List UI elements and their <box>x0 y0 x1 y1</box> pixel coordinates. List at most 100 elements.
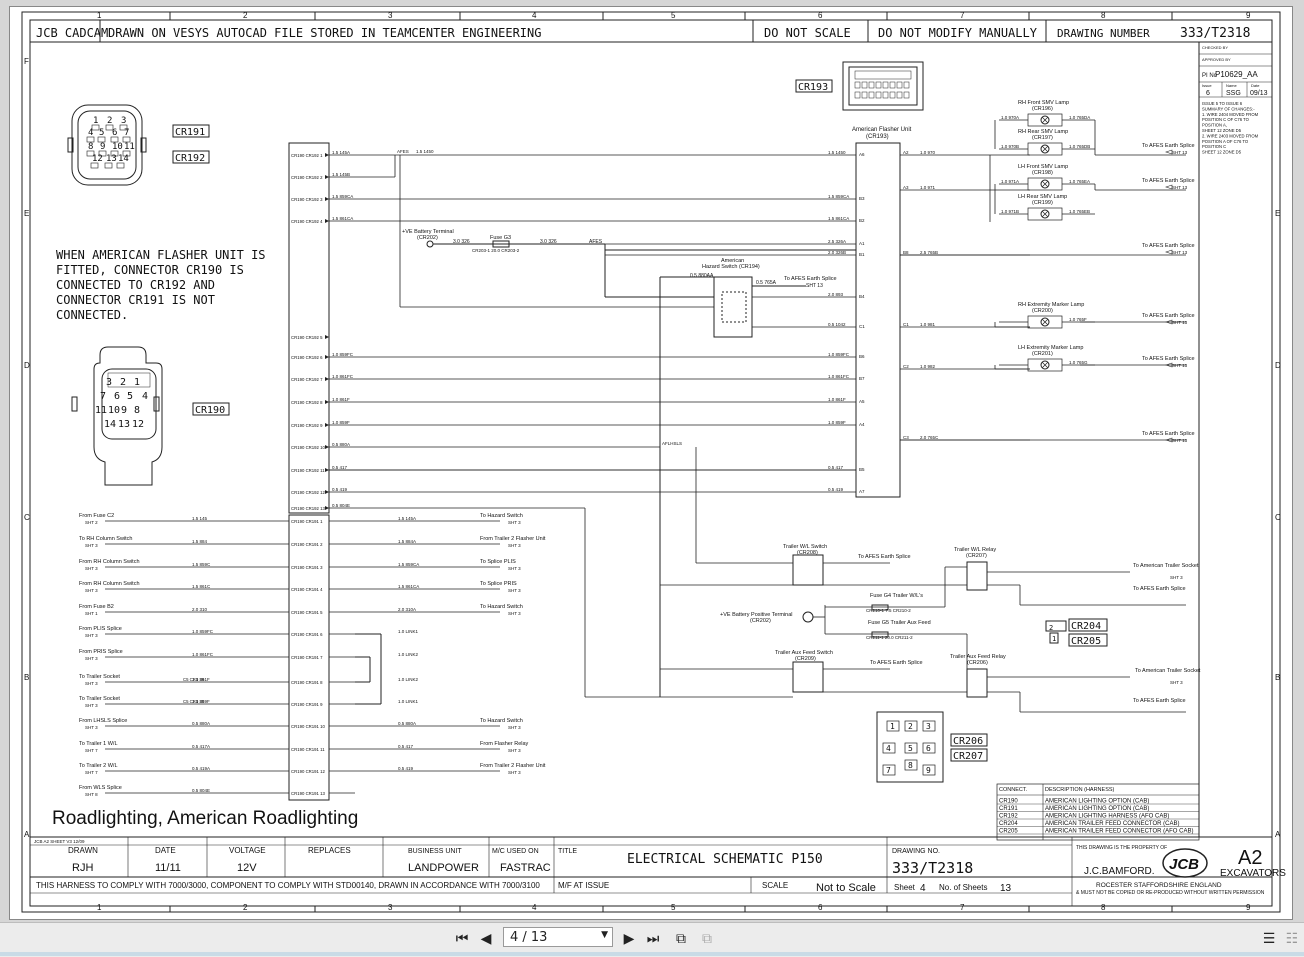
harness-row-label-bottom: CR190 CR191 8 <box>291 680 323 685</box>
col-label-top-7: 7 <box>960 11 965 20</box>
cr193-pin <box>903 81 910 89</box>
flasher-pin: B1 <box>859 252 865 257</box>
cr204-tag: CR204 <box>1071 621 1101 632</box>
bottom-from-sht: SHT 3 <box>85 703 98 708</box>
bottom-from-label: To Trailer 2 W/L <box>79 763 118 769</box>
next-page-icon[interactable]: ▶ <box>623 931 635 947</box>
small-conn-pin-label: 13 <box>106 154 117 164</box>
lamp-name: RH Rear SMV Lamp <box>1018 129 1068 135</box>
conn-table-header: CONNECT. <box>999 787 1028 793</box>
drawing-no-value: 333/T2318 <box>892 859 973 877</box>
scale-label: SCALE <box>762 881 788 890</box>
small-conn-pin <box>122 136 131 143</box>
page-number-input[interactable]: 4 / 13 ▼ <box>503 927 613 947</box>
col-label-bottom-9: 9 <box>1246 903 1251 912</box>
small-conn-pin <box>86 150 95 157</box>
harness-wire-label: 0.5 804E <box>332 503 350 508</box>
date-value: 09/13 <box>1250 90 1268 97</box>
bottom-from-sht: SHT 3 <box>85 543 98 548</box>
flasher-input-wire: 1.5 1450 <box>828 150 846 155</box>
last-page-icon[interactable]: ⏭ <box>646 931 660 947</box>
bottom-to-label: From Trailer 2 Flasher Unit <box>480 536 546 542</box>
lamp-icon <box>1040 115 1050 125</box>
lamp-wire-in: 1.0 971A <box>1001 179 1019 184</box>
bottom-wire-right: 0.5 419 <box>398 766 414 771</box>
relay-pin-box <box>882 764 896 776</box>
sheet-size: A2 <box>1238 847 1262 869</box>
harness-pin-arrow <box>325 400 329 404</box>
bottom-wire-right: 1.5 145A <box>398 516 416 521</box>
fuse-g5-label: Fuse G5 Trailer Aux Feed <box>868 620 931 626</box>
cr190-pin-label: 2 <box>120 377 126 388</box>
harness-pin-arrow <box>325 355 329 359</box>
revision-panel: CHECKED BY APPROVED BY PI No P10629_AA I… <box>1199 45 1272 155</box>
harness-wire-label: 1.5 145B <box>332 172 350 177</box>
fuse-g4-conn: CR210-1 7.5 CR210-2 <box>866 608 911 613</box>
bottom-wire-right: 1.5 859CA <box>398 562 419 567</box>
bottom-wire-left: 1.0 859FC <box>192 629 214 634</box>
bottom-wire-right: 1.0 LINK2 <box>398 652 419 657</box>
header-do-not-scale: DO NOT SCALE <box>764 26 851 40</box>
harness-wire-label: 0.5 417 <box>332 465 348 470</box>
cr193-pin <box>854 91 861 99</box>
cr190-pin-label: 11 <box>95 405 107 416</box>
harness-row-label-bottom: CR190 CR191 1 <box>291 519 323 524</box>
cr205-tag: CR205 <box>1071 636 1101 647</box>
bottom-from-sht: SHT 3 <box>85 725 98 730</box>
lamp-ref: (CR196) <box>1032 106 1053 112</box>
cr193-pin <box>889 81 896 89</box>
cr191-tag: CR191 <box>175 127 205 138</box>
lamp-ref: (CR199) <box>1032 200 1053 206</box>
small-conn-pin <box>119 124 128 131</box>
sheet-arrow-icon <box>1165 184 1173 190</box>
single-page-view-icon[interactable]: ☰ <box>1262 931 1276 947</box>
harness-row-label: CR190 CR192 5 <box>291 335 323 340</box>
col-label-bottom-8: 8 <box>1101 903 1106 912</box>
two-page-view-icon[interactable]: ☷ <box>1285 931 1299 947</box>
page-dropdown-icon[interactable]: ▼ <box>601 930 608 940</box>
page-number-text: 4 / 13 <box>510 929 548 945</box>
flasher-pin: B2 <box>859 218 865 223</box>
row-label-left-0: F <box>24 57 29 66</box>
bottom-wire-right: 0.5 417 <box>398 744 414 749</box>
small-conn-pin-label: 6 <box>112 128 117 138</box>
fit-page-icon[interactable]: ⧉ <box>676 931 686 947</box>
small-conn-pin <box>91 124 100 131</box>
prev-page-icon[interactable]: ◀ <box>480 931 492 947</box>
relay-pin-label: 5 <box>908 744 913 753</box>
harness-row-label-bottom: CR190 CR191 4 <box>291 587 323 592</box>
small-conn-pin <box>104 162 113 169</box>
trailer-aux-relay-ref: (CR206) <box>967 660 988 666</box>
flasher-input-wire: 1.5 861CA <box>828 216 849 221</box>
trailer-wl-relay-label: Trailer W/L Relay <box>954 547 996 553</box>
bottom-wire-left: 1.0 861FC <box>192 652 214 657</box>
small-conn-pin <box>86 136 95 143</box>
drawing-title: ELECTRICAL SCHEMATIC P150 <box>627 852 823 867</box>
flasher-output-wire: 2.5 765B <box>920 250 938 255</box>
lamp-name: LH Front SMV Lamp <box>1018 164 1068 170</box>
revision-note-line: POSITION C OF C76 TO <box>1202 117 1250 122</box>
hazard-title2: Hazard Switch (CR194) <box>702 264 760 270</box>
header-drawing-number-label: DRAWING NUMBER <box>1057 27 1150 40</box>
hazard-wire: 0.5 880AA <box>690 273 714 279</box>
fit-width-icon[interactable]: ⧉ <box>702 931 712 947</box>
small-conn-pin-label: 2 <box>107 116 112 126</box>
lamp-wire-out: 1.0 765DB <box>1069 144 1090 149</box>
first-page-icon[interactable]: ⏮ <box>455 931 469 947</box>
battery-terminal-label: +VE Battery Terminal <box>402 229 454 235</box>
name-value: SSG <box>1226 90 1241 97</box>
cr190-pin-label: 5 <box>127 391 133 402</box>
fuse-g3-label: Fuse G3 <box>490 235 511 241</box>
bottom-from-sht: SHT 7 <box>85 748 98 753</box>
mc-used-value: FASTRAC <box>500 862 551 874</box>
harness-pin-arrow <box>325 153 329 157</box>
flasher-pin: B6 <box>859 354 865 359</box>
lamp-name: RH Front SMV Lamp <box>1018 100 1069 106</box>
small-conn-pin-label: 1 <box>93 116 98 126</box>
col-label-top-4: 4 <box>532 11 537 20</box>
col-label-top-6: 6 <box>818 11 823 20</box>
cr193-tag-box <box>795 79 833 93</box>
harness-pin-arrow <box>325 506 329 510</box>
